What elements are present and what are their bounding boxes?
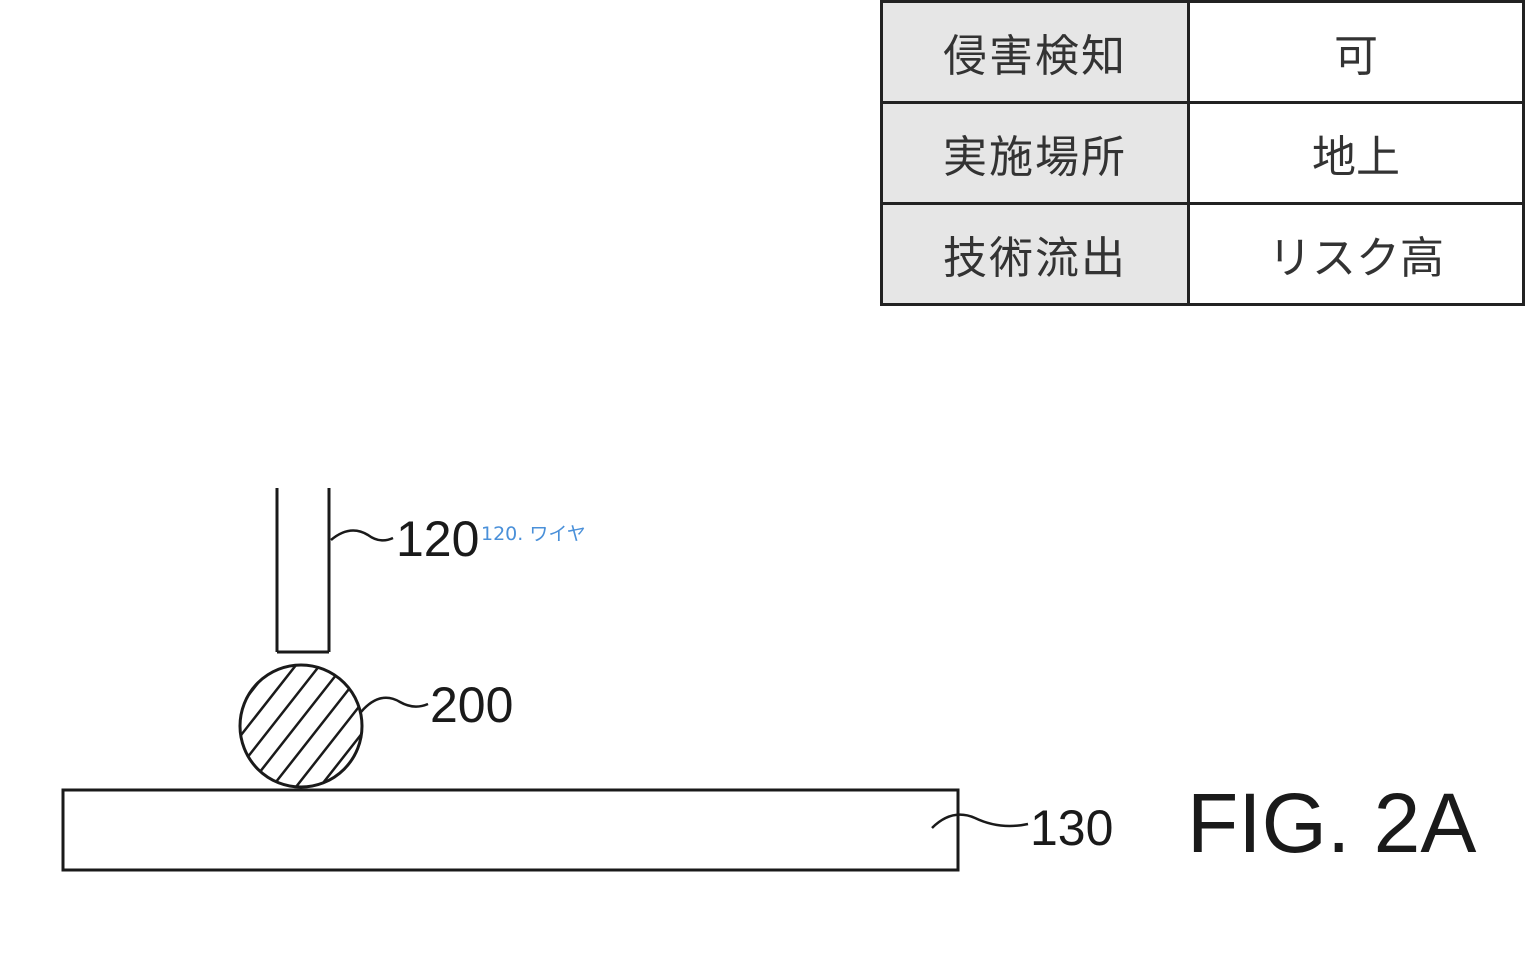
- wire-note: 120. ワイヤ: [481, 523, 586, 545]
- table-row: 侵害検知 可: [880, 0, 1525, 104]
- table-value-cell: 可: [1187, 0, 1525, 104]
- substrate-leader-line: [931, 813, 1029, 829]
- substrate-shape: [61, 788, 960, 872]
- info-table: 侵害検知 可 実施場所 地上 技術流出 リスク高: [880, 0, 1525, 306]
- table-value-cell: リスク高: [1187, 202, 1525, 306]
- wire-leader-line: [330, 529, 394, 542]
- wire-ref-label: 120: [396, 511, 479, 567]
- wire-shape: [275, 488, 331, 654]
- ball-shape: [238, 663, 364, 789]
- table-row: 技術流出 リスク高: [880, 202, 1525, 306]
- ball-leader-line: [360, 696, 429, 713]
- figure-label: FIG. 2A: [1187, 776, 1476, 870]
- ball-ref-label: 200: [430, 677, 513, 733]
- table-row: 実施場所 地上: [880, 101, 1525, 205]
- table-value-cell: 地上: [1187, 101, 1525, 205]
- substrate-ref-label: 130: [1030, 800, 1113, 856]
- table-label-cell: 技術流出: [880, 202, 1190, 306]
- table-label-cell: 実施場所: [880, 101, 1190, 205]
- table-label-cell: 侵害検知: [880, 0, 1190, 104]
